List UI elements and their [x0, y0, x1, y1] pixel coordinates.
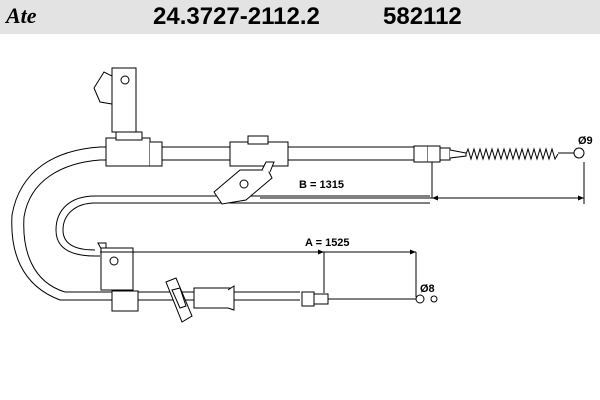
diameter-top-label: Ø9 [578, 135, 593, 147]
upper-end-fitting [413, 145, 467, 163]
ate-logo: Ate [6, 3, 37, 28]
spring-coil [465, 147, 559, 161]
diameter-bottom-label: Ø8 [420, 283, 435, 295]
inner-loop [55, 195, 430, 257]
dimension-a-label: A = 1525 [305, 237, 350, 249]
upper-bracket [93, 67, 163, 167]
cable-drawing: B = 1315 A = 1525 Ø9 Ø8 [11, 67, 593, 323]
dimension-b-label: B = 1315 [299, 179, 344, 191]
lower-bracket [97, 242, 139, 312]
lower-end-fitting [301, 291, 438, 307]
reference-number: 582112 [383, 3, 462, 30]
middle-bracket [213, 135, 289, 205]
dimension-a [100, 249, 417, 297]
title-bar: Ate 24.3727-2112.2 582112 [0, 0, 600, 34]
upper-cable [11, 146, 415, 301]
lower-clip [165, 277, 235, 323]
upper-cable-end [558, 147, 585, 159]
return-spring [465, 147, 559, 161]
dimension-b [260, 162, 585, 204]
part-number: 24.3727-2112.2 [153, 3, 320, 30]
